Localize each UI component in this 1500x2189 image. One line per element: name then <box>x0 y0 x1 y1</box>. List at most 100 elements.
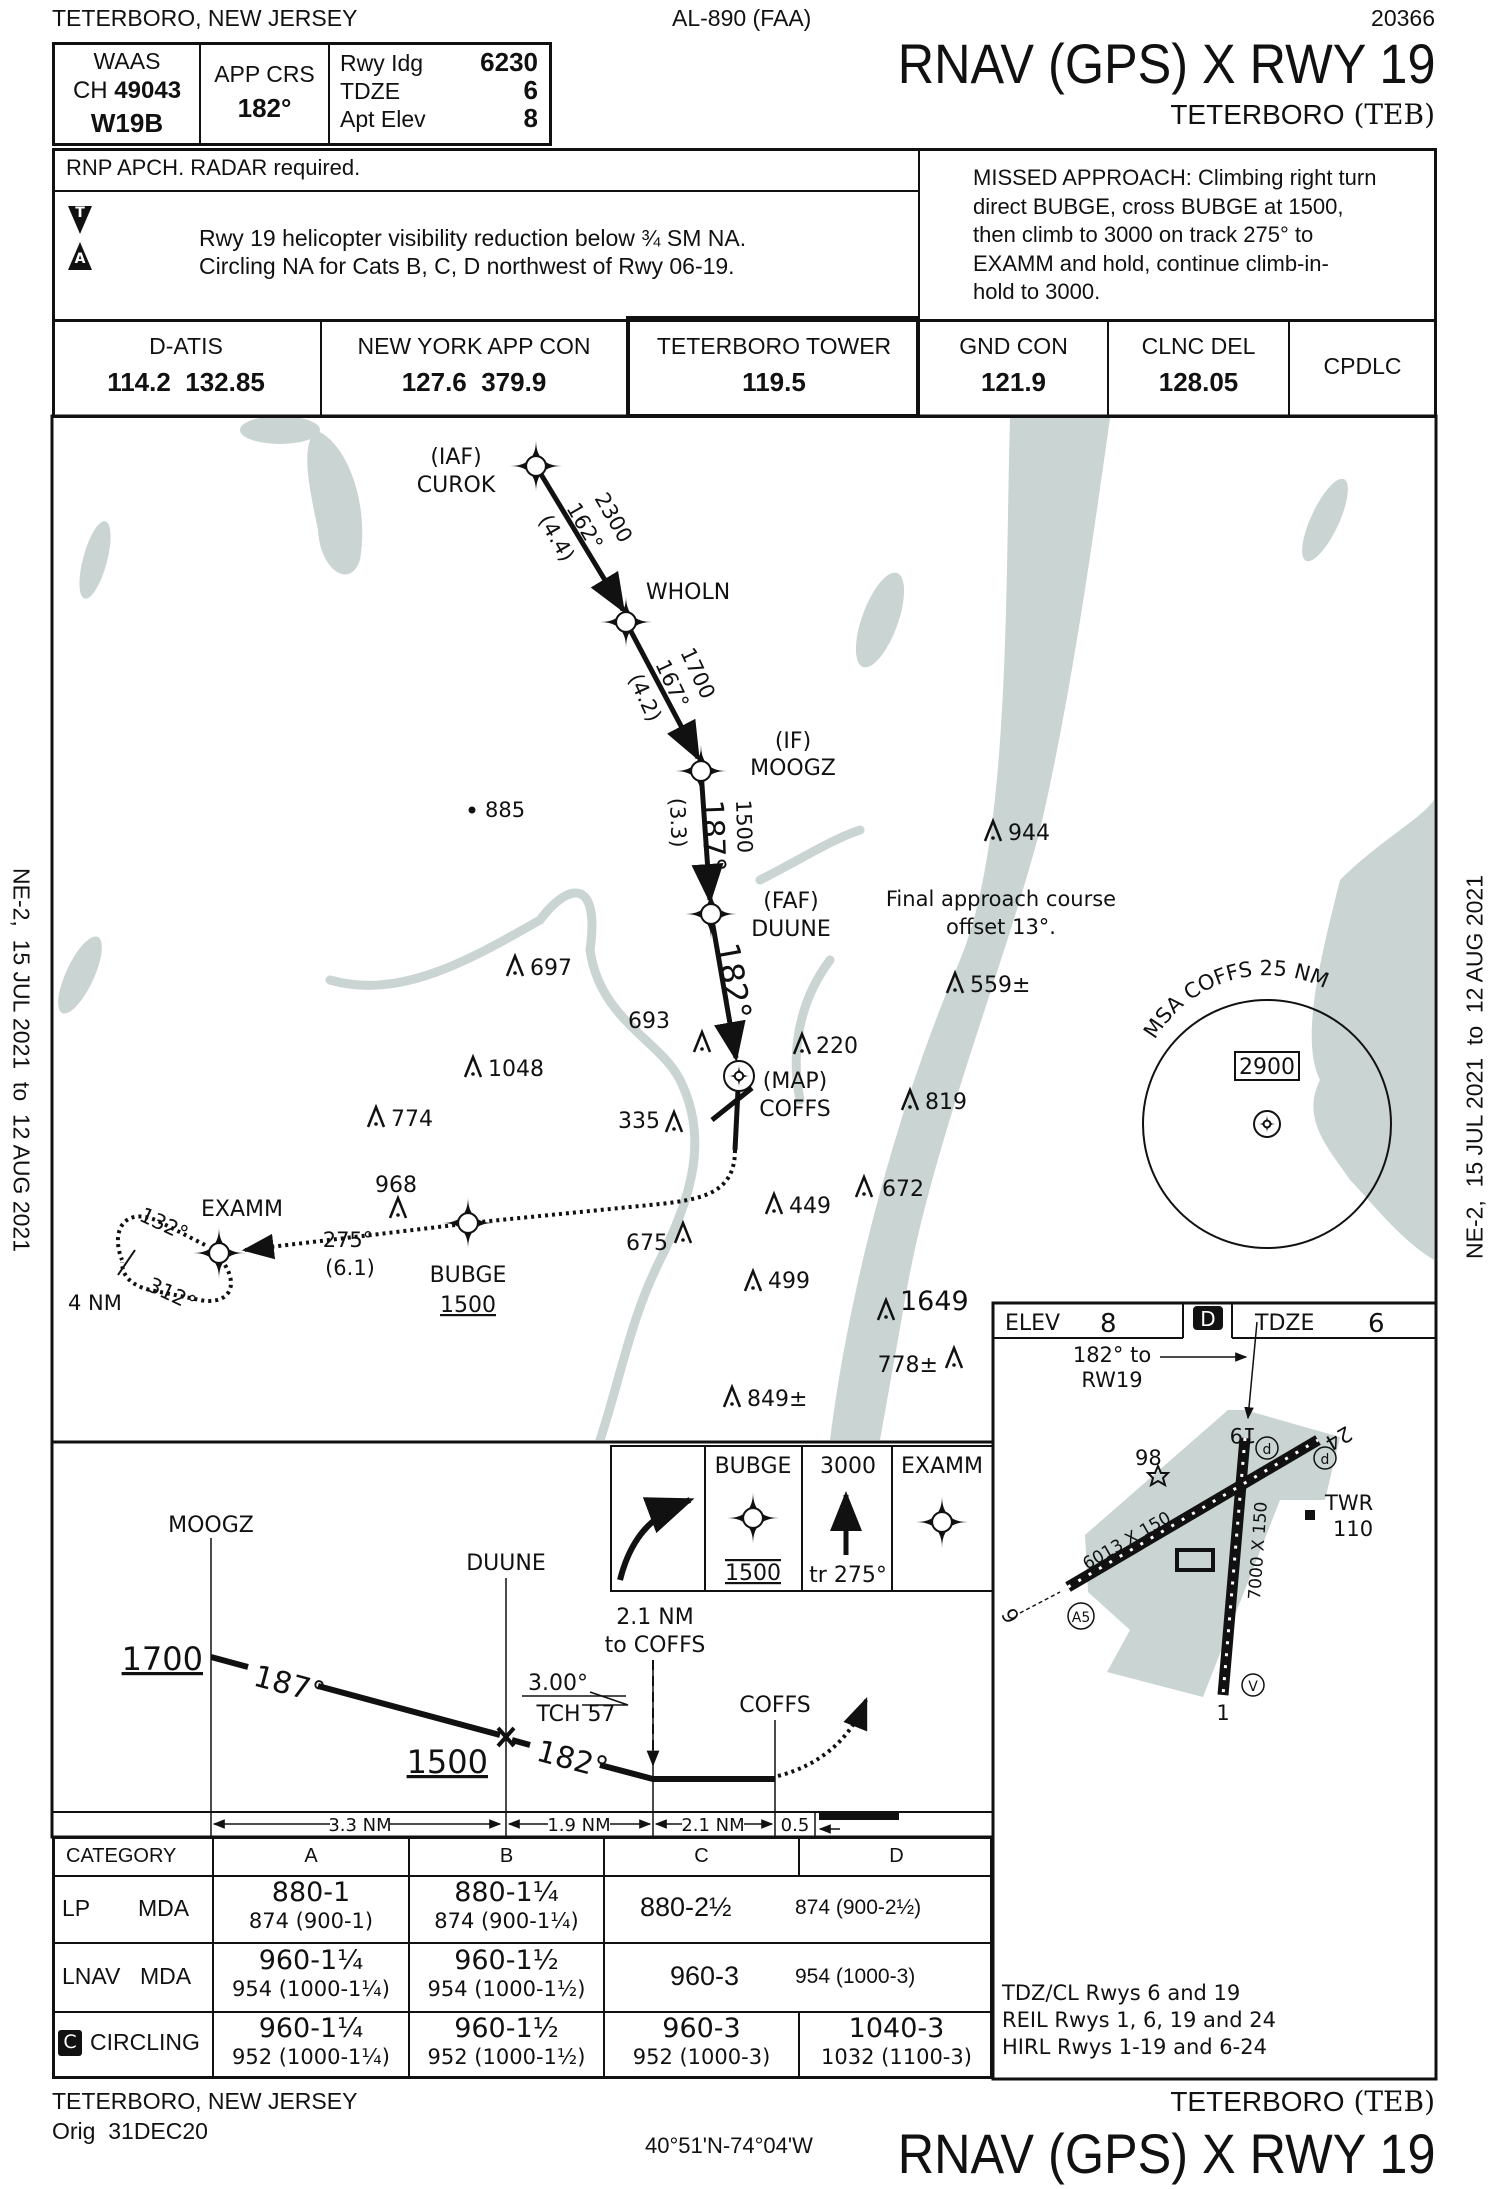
curok-fix-icon[interactable] <box>510 440 562 492</box>
duune-role: (FAF) <box>763 889 819 914</box>
obstacle-elevation: 697 <box>530 956 572 981</box>
coffs-inner-fix-icon[interactable] <box>728 1065 750 1087</box>
hackensack-river <box>325 888 700 1440</box>
coffs-label[interactable]: COFFS <box>759 1097 831 1122</box>
obstacle: 697 <box>505 952 572 981</box>
examm-label[interactable]: EXAMM <box>201 1197 283 1222</box>
moogz-label[interactable]: MOOGZ <box>750 756 836 781</box>
obstacle: 1649 <box>876 1286 969 1321</box>
msa-label: MSA COFFS 25 NM <box>1139 956 1332 1043</box>
vdp-note-2: to COFFS <box>605 1633 706 1658</box>
msa-center-fix-icon[interactable] <box>1258 1115 1276 1133</box>
side-text-left: NE-2, 15 JUL 2021 to 12 AUG 2021 <box>8 868 35 1252</box>
lake <box>855 572 905 668</box>
duune-label[interactable]: DUUNE <box>751 917 831 942</box>
icon-bubge-label: BUBGE <box>715 1454 792 1479</box>
obstacle: 672 <box>854 1173 924 1202</box>
moogz-role: (IF) <box>775 729 811 754</box>
footer-title: RNAV (GPS) X RWY 19 <box>897 2122 1435 2185</box>
obstacle-icon <box>388 1194 408 1219</box>
ch-label: CH <box>72 77 108 104</box>
rwy-end-19: 19 <box>1230 1423 1257 1447</box>
comm-datis-freq: 114.2 132.85 <box>107 367 265 397</box>
bubge-label[interactable]: BUBGE <box>430 1263 507 1288</box>
footer-amendment: Orig 31DEC20 <box>52 2118 208 2144</box>
wholn-label[interactable]: WHOLN <box>646 580 730 605</box>
obstacle-elevation: 1649 <box>900 1286 969 1317</box>
apt-elev-label: Apt Elev <box>340 106 426 132</box>
side-text-right: NE-2, 15 JUL 2021 to 12 AUG 2021 <box>1461 875 1488 1259</box>
circ-d-haa: 1032 (1100-3) <box>821 2045 972 2069</box>
obstacle: 335 <box>618 1108 684 1134</box>
course-note-2: RW19 <box>1081 1368 1142 1392</box>
min-header-a: A <box>304 1845 318 1867</box>
airport-id: (TEB) <box>1353 98 1435 131</box>
procedure-title: RNAV (GPS) X RWY 19 <box>897 32 1435 95</box>
glidepath-angle: 3.00° <box>528 1671 588 1696</box>
coffs-map-icon[interactable] <box>723 1060 755 1092</box>
profile-labels: MOOGZ DUUNE COFFS 1700 1500 187° 182° 3.… <box>122 1513 811 1836</box>
comm-gnd-freq: 121.9 <box>980 367 1047 397</box>
min-header-category: CATEGORY <box>66 1845 177 1867</box>
a-symbol: A <box>74 251 86 267</box>
missed-distance: (6.1) <box>325 1256 375 1280</box>
airport-name: TETERBORO <box>1170 99 1345 130</box>
lake <box>307 430 363 575</box>
bubge-fix-icon[interactable] <box>442 1197 494 1249</box>
lp-a-haa: 874 (900-1) <box>248 1909 374 1933</box>
apt-elev-value: 8 <box>523 103 538 133</box>
holding-outbound <box>120 1261 233 1303</box>
icon-examm-fix[interactable] <box>916 1496 968 1548</box>
duune-fix-icon[interactable] <box>685 888 737 940</box>
obstacle-icon <box>944 1344 964 1369</box>
final-note-line2: offset 13°. <box>946 915 1056 939</box>
stepdown-cross-icon <box>496 1726 516 1748</box>
distance-coffs-threshold: 0.5 <box>781 1815 810 1836</box>
curok-label[interactable]: CUROK <box>417 473 496 498</box>
comm-app-freq: 127.6 379.9 <box>401 367 547 397</box>
coffs-role: (MAP) <box>763 1069 827 1094</box>
obstacle-symbols: 9446971048774968693335220559±81967244967… <box>366 817 1050 1412</box>
obstacle-elevation: 220 <box>816 1034 858 1059</box>
app-crs-value: 182° <box>237 93 292 123</box>
missed-track-to-bubge <box>479 1149 737 1224</box>
lp-b-mda: 880-1¼ <box>454 1877 559 1908</box>
msa-circle <box>1142 999 1392 1249</box>
lnav-a-mda: 960-1¼ <box>258 1945 364 1976</box>
moogz-fix-icon[interactable] <box>675 745 727 797</box>
course-note-1: 182° to <box>1073 1343 1151 1367</box>
obstacle: 693 <box>628 1009 712 1053</box>
comm-cpdlc-label: CPDLC <box>1323 353 1402 379</box>
waas-channel: CH 49043 <box>55 77 199 105</box>
ad-tdze-value: 6 <box>1368 1309 1385 1339</box>
examm-fix-icon[interactable] <box>193 1227 245 1279</box>
briefing-box <box>52 42 552 146</box>
lake <box>58 936 102 1014</box>
marker-a5: A5 <box>1072 1610 1090 1626</box>
final-note-line1: Final approach course <box>886 887 1116 911</box>
rwy-end-1: 1 <box>1216 1701 1229 1725</box>
leg-duune-coffs <box>708 913 746 1062</box>
icon-bubge-fix[interactable] <box>727 1492 779 1544</box>
icon-bubge-altitude: 1500 <box>725 1561 781 1586</box>
note-line-1: Rwy 19 helicopter visibility reduction b… <box>199 225 747 251</box>
hudson-river <box>830 418 1110 1440</box>
approach-tracks <box>116 464 1392 1303</box>
distance-moogz-duune: 3.3 NM <box>328 1815 391 1836</box>
footer-airport: TETERBORO (TEB) <box>1170 2086 1435 2118</box>
distance-duune-vdp: 1.9 NM <box>547 1815 610 1836</box>
obstacle-icon <box>505 952 525 977</box>
bubge-altitude: 1500 <box>440 1293 496 1318</box>
curok-role: (IAF) <box>430 445 481 470</box>
airport-title: TETERBORO (TEB) <box>1170 99 1435 131</box>
wholn-fix-icon[interactable] <box>600 596 652 648</box>
obstacle-elevation: 499 <box>768 1269 810 1294</box>
waas-label: WAAS <box>93 48 161 74</box>
min-header-c: C <box>694 1845 709 1867</box>
leg-curok-wholn <box>533 464 626 614</box>
holding-leg-length: 4 NM <box>68 1291 122 1315</box>
missed-approach-text: MISSED APPROACH: Climbing right turn dir… <box>973 164 1376 307</box>
